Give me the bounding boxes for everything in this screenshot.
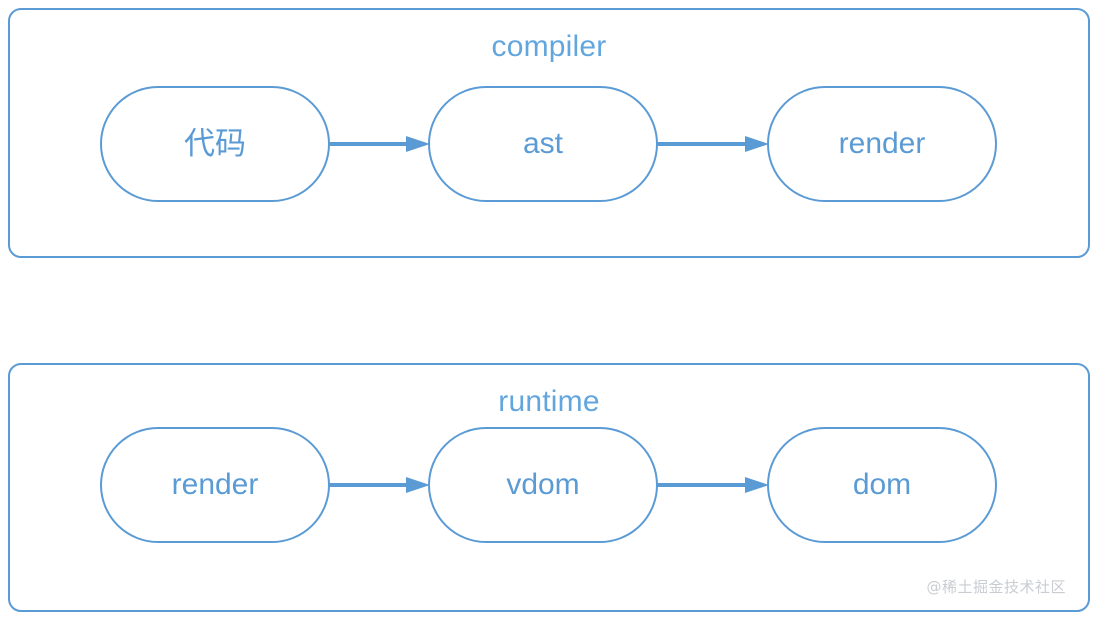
node-label: 代码: [184, 126, 246, 162]
flow-row-compiler: 代码 ast render: [10, 10, 1088, 256]
arrow-vdom-to-dom: [656, 477, 769, 493]
node-render-runtime[interactable]: render: [100, 427, 330, 543]
node-render-compiler[interactable]: render: [767, 86, 997, 202]
node-dom[interactable]: dom: [767, 427, 997, 543]
node-label: ast: [522, 127, 564, 160]
node-label: render: [838, 127, 926, 160]
flow-row-runtime: render vdom dom: [10, 365, 1088, 610]
node-code[interactable]: 代码: [100, 86, 330, 202]
arrow-render-to-vdom: [328, 477, 430, 493]
group-title-compiler: compiler: [491, 30, 607, 63]
watermark: @稀土掘金技术社区: [926, 578, 1066, 596]
node-label: dom: [852, 468, 912, 501]
arrow-code-to-ast: [328, 136, 430, 152]
node-label: render: [171, 468, 259, 501]
group-title-runtime: runtime: [498, 385, 600, 418]
node-label: vdom: [506, 468, 580, 501]
node-ast[interactable]: ast: [428, 86, 658, 202]
group-compiler: compiler 代码 ast render: [8, 8, 1090, 258]
node-vdom[interactable]: vdom: [428, 427, 658, 543]
group-runtime: runtime render vdom dom @稀土掘金技术社区: [8, 363, 1090, 612]
arrow-ast-to-render: [656, 136, 769, 152]
